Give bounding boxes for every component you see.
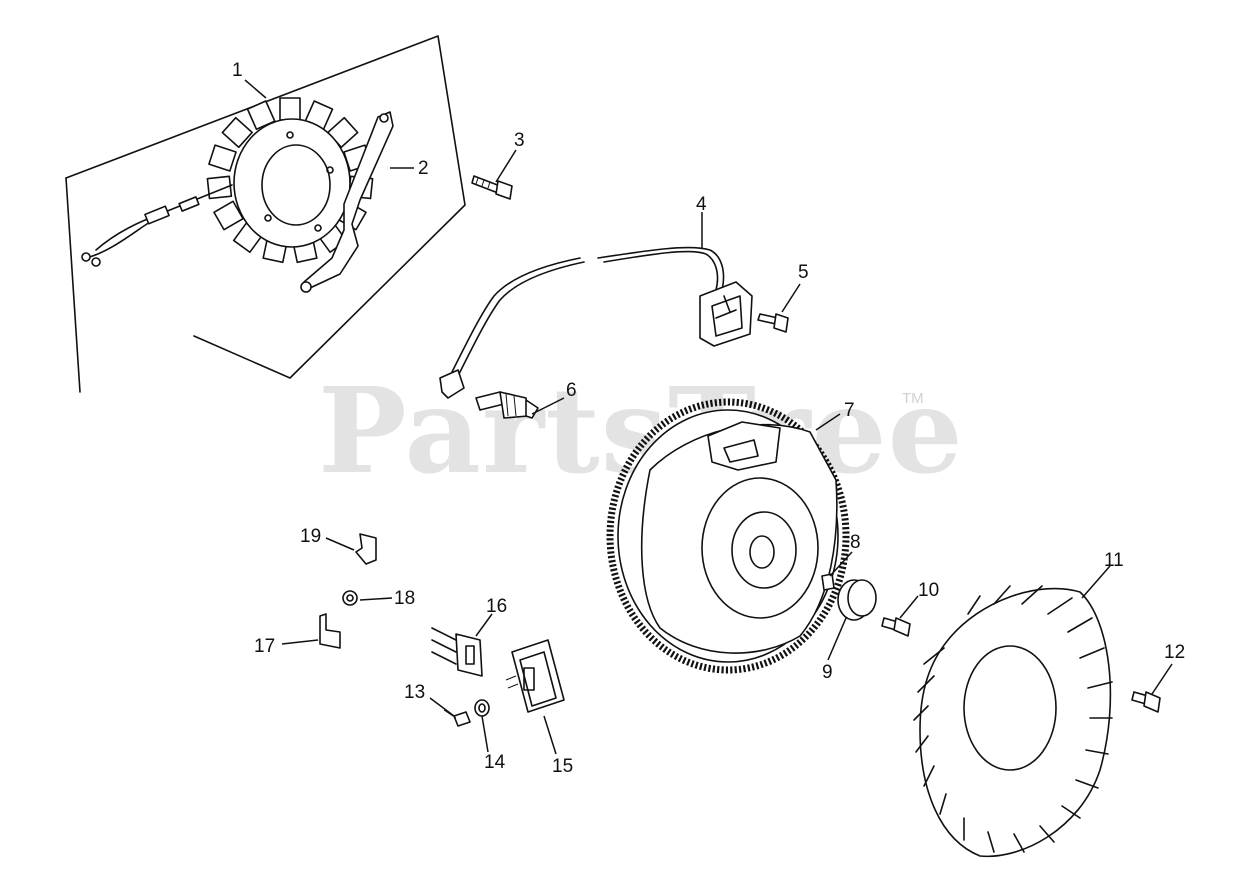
leader-lines xyxy=(244,79,1173,755)
callout-11[interactable]: 11 xyxy=(1104,550,1124,571)
part-9-washer[interactable] xyxy=(837,579,877,621)
part-10-bolt[interactable] xyxy=(881,617,911,637)
callout-labels: 1 2 3 4 5 6 7 8 9 10 11 12 13 14 15 16 1… xyxy=(232,60,1185,777)
part-12-screw[interactable] xyxy=(1131,691,1161,713)
part-17-bracket[interactable] xyxy=(319,613,341,649)
callout-10[interactable]: 10 xyxy=(918,580,939,601)
callout-13[interactable]: 13 xyxy=(404,682,425,703)
callout-19[interactable]: 19 xyxy=(300,526,321,547)
callout-17[interactable]: 17 xyxy=(254,636,275,657)
part-11-fan[interactable] xyxy=(913,585,1113,858)
part-13-screw[interactable] xyxy=(443,709,471,727)
callout-8[interactable]: 8 xyxy=(850,532,861,553)
watermark-trademark: TM xyxy=(902,390,924,407)
part-16-connector[interactable] xyxy=(431,627,483,677)
part-4-ignition-module[interactable] xyxy=(439,246,753,399)
callout-2[interactable]: 2 xyxy=(418,158,429,179)
callout-5[interactable]: 5 xyxy=(798,262,809,283)
part-5-screw[interactable] xyxy=(757,313,789,333)
callout-15[interactable]: 15 xyxy=(552,756,573,777)
part-3-bolt[interactable] xyxy=(471,175,513,200)
callout-18[interactable]: 18 xyxy=(394,588,415,609)
part-18-nut[interactable] xyxy=(342,590,358,606)
part-7-flywheel[interactable] xyxy=(606,398,850,674)
callout-6[interactable]: 6 xyxy=(566,380,577,401)
callout-9[interactable]: 9 xyxy=(822,662,833,683)
part-19-bracket[interactable] xyxy=(355,533,377,565)
callout-14[interactable]: 14 xyxy=(484,752,506,773)
part-14-washer[interactable] xyxy=(474,699,490,717)
part-1-stator[interactable] xyxy=(65,35,466,393)
callout-3[interactable]: 3 xyxy=(514,130,525,151)
callout-7[interactable]: 7 xyxy=(844,400,855,421)
callout-16[interactable]: 16 xyxy=(486,596,507,617)
part-15-rectifier-regulator[interactable] xyxy=(505,639,565,713)
part-6-spark-plug[interactable] xyxy=(475,391,539,419)
part-2-ground-strap[interactable] xyxy=(300,111,394,293)
part-8-key[interactable] xyxy=(821,573,835,591)
callout-12[interactable]: 12 xyxy=(1164,642,1185,663)
callout-4[interactable]: 4 xyxy=(696,194,707,215)
callout-1[interactable]: 1 xyxy=(232,60,243,81)
